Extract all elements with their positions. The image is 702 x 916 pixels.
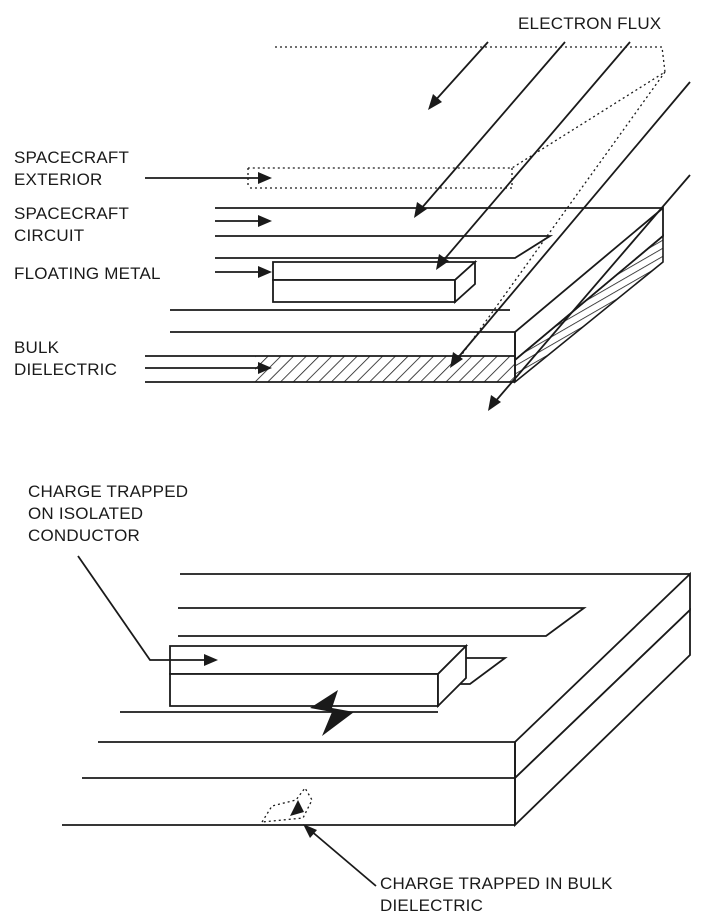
label-pointers-top: [145, 172, 272, 374]
bulk-trapped-label-line2: DIELECTRIC: [380, 896, 483, 915]
spacecraft-exterior-label-line2: EXTERIOR: [14, 170, 103, 189]
electron-flux-arrows: [414, 41, 691, 411]
label-pointers-bottom: [77, 555, 377, 887]
discharge-bolt-icon: [310, 690, 354, 736]
isolated-conductor-label-line1: CHARGE TRAPPED: [28, 482, 188, 501]
spacecraft-circuit-label-line2: CIRCUIT: [14, 226, 84, 245]
bulk-trapped-label-line1: CHARGE TRAPPED IN BULK: [380, 874, 613, 893]
isolated-conductor-label-line2: ON ISOLATED: [28, 504, 143, 523]
trapped-charge-region: [260, 786, 313, 823]
floating-metal-block: [272, 259, 478, 305]
floating-metal-label: FLOATING METAL: [14, 264, 161, 283]
bulk-dielectric-band: [145, 332, 516, 383]
bulk-dielectric-label-line2: DIELECTRIC: [14, 360, 117, 379]
electron-flux-label: ELECTRON FLUX: [518, 14, 661, 33]
bottom-slab: [62, 571, 691, 828]
bottom-diagram: CHARGE TRAPPED ON ISOLATED CONDUCTOR CHA…: [28, 482, 691, 915]
isolated-conductor-label-line3: CONDUCTOR: [28, 526, 140, 545]
top-diagram: ELECTRON FLUX SPACECRAFT EXTERIOR SPACEC…: [14, 14, 691, 411]
circuit-slab: [145, 206, 664, 384]
spacecraft-exterior-plane: [247, 46, 666, 361]
bulk-dielectric-label-line1: BULK: [14, 338, 60, 357]
spacecraft-circuit-label-line1: SPACECRAFT: [14, 204, 129, 223]
isolated-conductor-block: [169, 643, 469, 709]
spacecraft-exterior-label-line1: SPACECRAFT: [14, 148, 129, 167]
